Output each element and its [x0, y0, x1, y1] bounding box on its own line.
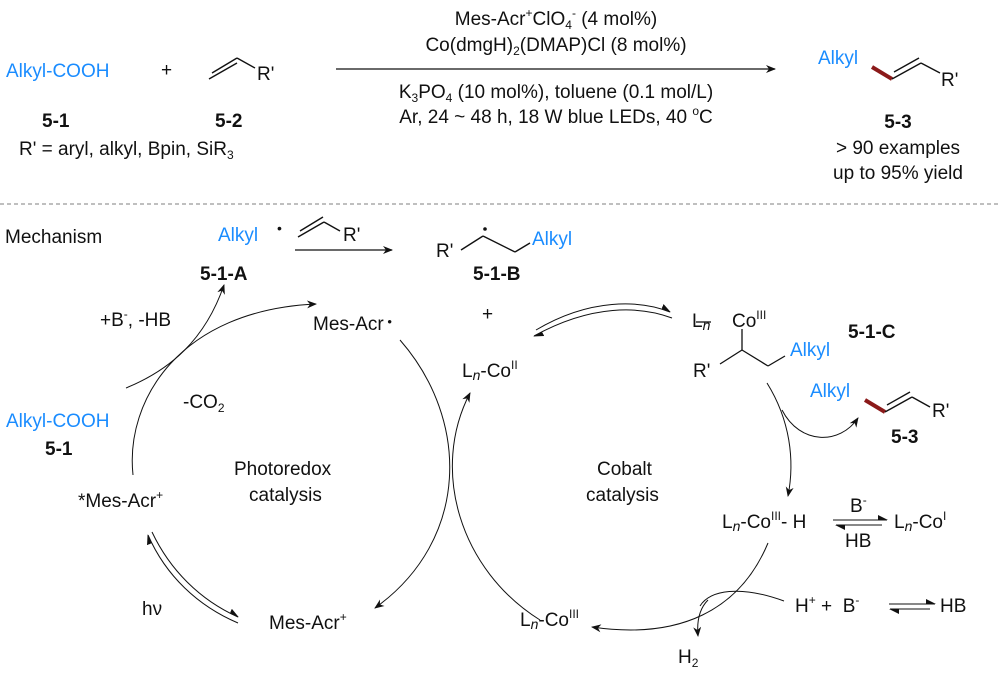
- conjugate-acid-HB: HB: [940, 596, 967, 617]
- arc-radical-to-ground: [374, 339, 451, 609]
- label-5-1-mech: 5-1: [45, 439, 73, 460]
- alkene-5-2: [208, 57, 256, 80]
- condition-base-solvent: K3PO4 (10 mol%), toluene (0.1 mol/L): [398, 82, 714, 105]
- label-5-1-A: 5-1-A: [200, 264, 248, 285]
- arc-5-1-C-to-hydride: [766, 382, 794, 497]
- mes-acr-radical: Mes-Acr •: [313, 314, 392, 335]
- hydrogen-gas: H2: [678, 647, 699, 670]
- radical-5-1-B-skeleton: [460, 235, 531, 253]
- scope-note: R' = aryl, alkyl, Bpin, SiR3: [19, 139, 234, 162]
- photoredox-label-1: Photoredox: [234, 459, 332, 480]
- alkyl-cobalt-substituent: R': [693, 361, 711, 382]
- label-5-2: 5-2: [215, 111, 243, 132]
- alkyl-cobalt-center: CoIII: [732, 308, 767, 332]
- label-5-1-B: 5-1-B: [473, 264, 521, 285]
- light-hv: hν: [142, 599, 163, 620]
- label-5-1-C: 5-1-C: [848, 322, 896, 343]
- mechanism-title: Mechanism: [5, 227, 103, 248]
- equilibrium-base: B-: [850, 493, 867, 517]
- cobalt-ii: Ln-CoII: [462, 358, 518, 383]
- mech-alkene: [297, 216, 341, 238]
- alkyl-cobalt-ligand: Ln: [692, 311, 711, 333]
- reactant-5-1-name: Alkyl-COOH: [6, 61, 110, 82]
- photoredox-label-2: catalysis: [249, 485, 322, 506]
- cobalt-iii: Ln-CoIII: [520, 607, 580, 632]
- alkyl-cobalt-5-1-C-skeleton: [696, 321, 786, 367]
- ground-photocatalyst: Mes-Acr+: [269, 610, 347, 634]
- plus-sign-mech: +: [482, 304, 494, 325]
- arc-hydride-to-co-iii: [591, 542, 769, 633]
- condition-atmosphere-light: Ar, 24 ~ 48 h, 18 W blue LEDs, 40 oC: [399, 104, 713, 128]
- product-5-3-skeleton: [870, 57, 941, 81]
- equilibrium-acid: HB: [845, 531, 872, 552]
- alkyl-cobalt-alkyl: Alkyl: [790, 340, 831, 361]
- acid-5-1: Alkyl-COOH: [6, 411, 110, 432]
- base-deprotonation: +B-, -HB: [100, 307, 172, 331]
- condition-cobalt-catalyst: Co(dmgH)2(DMAP)Cl (8 mol%): [425, 35, 687, 58]
- mech-alkene-substituent: R': [343, 225, 361, 246]
- radical-dot: •: [277, 220, 282, 236]
- mech-product-alkyl: Alkyl: [810, 381, 851, 402]
- max-yield: up to 95% yield: [833, 163, 963, 184]
- arc-h2-out: [693, 599, 709, 637]
- cobalt-hydride: Ln-CoIII- H: [722, 509, 807, 534]
- product-substituent: R': [941, 70, 959, 91]
- product-alkyl: Alkyl: [818, 48, 859, 69]
- plus-sign: +: [161, 60, 173, 81]
- arc-excited-to-radical: [131, 300, 317, 476]
- mech-product-substituent: R': [932, 401, 950, 422]
- arc-co-iii-to-co-ii: [451, 392, 541, 621]
- decarboxylation: -CO2: [183, 392, 225, 415]
- cobalt-i: Ln-CoI: [894, 509, 947, 534]
- arc-to-product: [781, 409, 859, 438]
- reactant-5-2-substituent: R': [257, 64, 275, 85]
- label-5-1: 5-1: [42, 111, 70, 132]
- mech-product-skeleton: [863, 391, 931, 414]
- radical-B-alkyl: Alkyl: [532, 229, 573, 250]
- alkyl-radical: Alkyl: [218, 225, 259, 246]
- arc-acid-to-5-1-A: [125, 284, 225, 389]
- cobalt-label-2: catalysis: [586, 485, 659, 506]
- examples-count: > 90 examples: [835, 138, 961, 159]
- cobalt-label-1: Cobalt: [597, 459, 652, 480]
- label-5-3: 5-3: [884, 112, 912, 133]
- excited-photocatalyst: *Mes-Acr+: [78, 488, 164, 512]
- label-5-3-mech: 5-3: [891, 427, 919, 448]
- condition-photocatalyst: Mes-Acr+ClO4- (4 mol%): [454, 6, 658, 32]
- proton-base-equilibrium: H+ + B-: [795, 593, 860, 617]
- arc-proton-in: [699, 590, 785, 607]
- radical-B-substituent: R': [436, 241, 454, 262]
